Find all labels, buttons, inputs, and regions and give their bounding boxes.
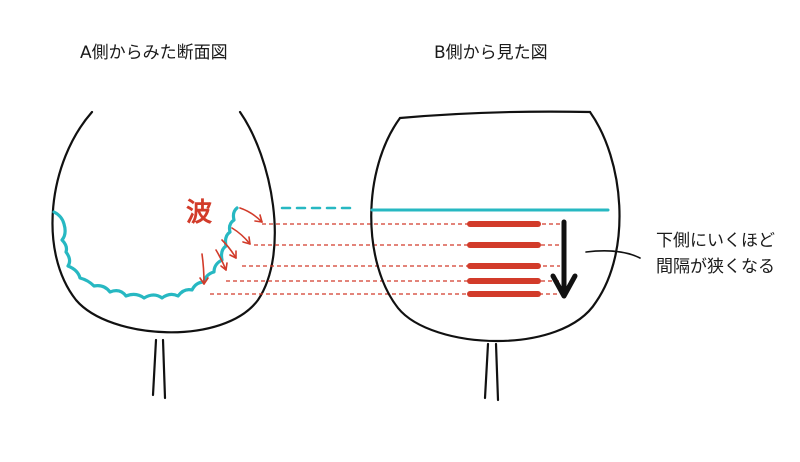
note-leader-line xyxy=(585,250,641,259)
left-water-wave xyxy=(52,206,239,300)
left-glass xyxy=(51,110,276,400)
right-glass xyxy=(370,110,621,402)
down-arrow xyxy=(550,219,578,299)
left-glass-bowl xyxy=(51,110,276,334)
wave-label: 波 xyxy=(186,198,213,228)
arrow-3 xyxy=(221,239,237,259)
note-line-2: 間隔が狭くなる xyxy=(656,257,775,277)
note-line-1: 下側にいくほど xyxy=(656,231,775,251)
wave-bars xyxy=(467,221,541,297)
right-glass-stem-1 xyxy=(483,342,490,400)
left-glass-stem-2 xyxy=(161,338,167,400)
arrow-2 xyxy=(231,227,251,245)
wave-arrows xyxy=(199,207,263,285)
left-title: A側からみた断面図 xyxy=(80,43,228,63)
right-title: B側から見た図 xyxy=(434,43,548,63)
left-glass-stem-1 xyxy=(151,338,158,397)
arrow-5 xyxy=(201,253,205,285)
arrow-1 xyxy=(239,207,263,223)
right-glass-stem-2 xyxy=(494,342,500,402)
arrow-4 xyxy=(215,249,227,271)
right-glass-rim xyxy=(398,110,592,120)
right-glass-bowl xyxy=(370,110,621,343)
